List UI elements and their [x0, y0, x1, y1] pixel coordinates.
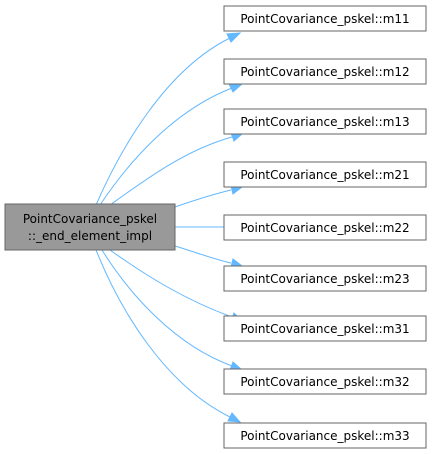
edge-to-m12	[99, 83, 244, 206]
source-node-label-line2: ::_end_element_impl	[28, 229, 152, 243]
target-node-m11[interactable]: PointCovariance_pskel::m11	[223, 5, 427, 32]
target-node-m22[interactable]: PointCovariance_pskel::m22	[223, 214, 427, 241]
target-node-m31[interactable]: PointCovariance_pskel::m31	[223, 315, 427, 342]
target-node-label: PointCovariance_pskel::m31	[240, 322, 409, 336]
edge-to-m32	[101, 249, 244, 371]
target-node-label: PointCovariance_pskel::m33	[240, 429, 409, 443]
target-node-m12[interactable]: PointCovariance_pskel::m12	[223, 58, 427, 85]
edge-to-m21	[174, 185, 244, 208]
target-node-m23[interactable]: PointCovariance_pskel::m23	[223, 265, 427, 292]
target-node-m21[interactable]: PointCovariance_pskel::m21	[223, 161, 427, 188]
target-node-label: PointCovariance_pskel::m13	[240, 115, 409, 129]
target-node-label: PointCovariance_pskel::m23	[240, 272, 409, 286]
edge-to-m33	[95, 249, 242, 423]
target-nodes: PointCovariance_pskel::m11 PointCovarian…	[223, 5, 427, 449]
source-node[interactable]: PointCovariance_pskel ::_end_element_imp…	[4, 203, 176, 251]
edge-to-m13	[109, 132, 244, 206]
target-node-m33[interactable]: PointCovariance_pskel::m33	[223, 422, 427, 449]
target-node-m32[interactable]: PointCovariance_pskel::m32	[223, 368, 427, 395]
target-node-label: PointCovariance_pskel::m12	[240, 65, 409, 79]
target-node-label: PointCovariance_pskel::m22	[240, 221, 409, 235]
target-node-label: PointCovariance_pskel::m11	[240, 12, 409, 26]
source-node-label-line1: PointCovariance_pskel	[23, 212, 157, 226]
edge-to-m11	[95, 32, 242, 206]
target-node-m13[interactable]: PointCovariance_pskel::m13	[223, 108, 427, 135]
target-node-label: PointCovariance_pskel::m32	[240, 375, 409, 389]
target-node-label: PointCovariance_pskel::m21	[240, 168, 409, 182]
edge-to-m23	[174, 245, 244, 268]
